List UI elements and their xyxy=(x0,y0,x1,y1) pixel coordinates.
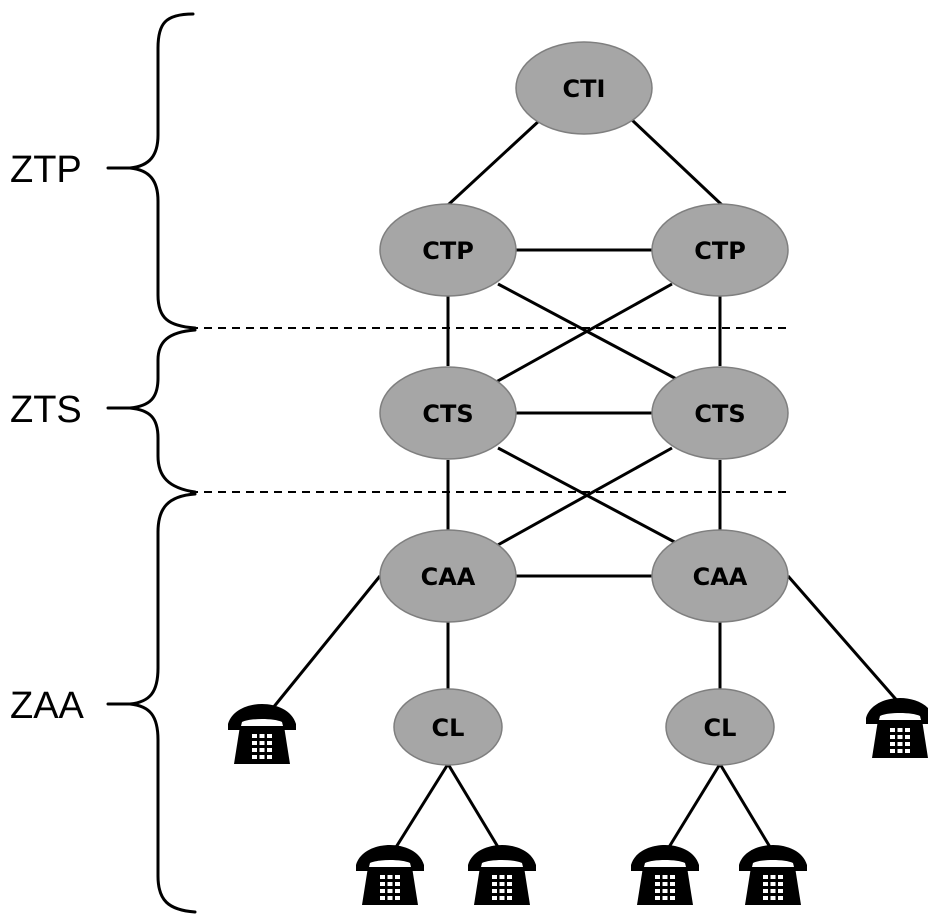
edge-cl-right-phone-a xyxy=(664,763,722,853)
telephone-icon xyxy=(739,845,807,905)
node-cts-left: CTS xyxy=(379,366,517,460)
edge-ctp-left-cts-right xyxy=(497,282,683,384)
node-cl-right: CL xyxy=(665,688,775,766)
node-cl-left-label: CL xyxy=(432,714,465,742)
node-cts-right-label: CTS xyxy=(694,400,745,428)
node-cts-left-label: CTS xyxy=(422,400,473,428)
node-cl-left: CL xyxy=(393,688,503,766)
node-cl-right-shape xyxy=(665,688,775,766)
node-cl-left-shape xyxy=(393,688,503,766)
edge-cl-left-phone-b xyxy=(446,763,503,853)
telephone-icon xyxy=(631,845,699,905)
node-caa-left: CAA xyxy=(379,529,517,623)
node-caa-right-shape xyxy=(651,529,789,623)
zone-label-ztp: ZTP xyxy=(10,149,82,191)
node-ctp-left: CTP xyxy=(379,203,517,297)
edges xyxy=(266,118,902,853)
edge-cti-ctp-left xyxy=(446,118,542,207)
node-cts-right: CTS xyxy=(651,366,789,460)
node-cti-shape xyxy=(515,41,653,135)
telephone-icon xyxy=(866,698,928,758)
brace-zts xyxy=(106,328,197,494)
telephone-icon xyxy=(356,845,424,905)
zone-label-zts: ZTS xyxy=(10,389,82,431)
edge-cl-right-phone-b xyxy=(718,763,775,853)
edge-cti-ctp-right xyxy=(630,118,724,207)
node-caa-left-shape xyxy=(379,529,517,623)
node-ctp-right-shape xyxy=(651,203,789,297)
node-ctp-right: CTP xyxy=(651,203,789,297)
brace-zaa xyxy=(106,492,197,914)
edge-caa-right-phone-far-right xyxy=(786,575,902,705)
node-cts-left-shape xyxy=(379,366,517,460)
node-caa-right-label: CAA xyxy=(693,563,748,591)
telephone-icon xyxy=(468,845,536,905)
edge-cts-right-caa-left xyxy=(495,446,673,548)
node-caa-left-label: CAA xyxy=(421,563,476,591)
edge-cl-left-phone-a xyxy=(391,763,450,853)
node-cti-label: CTI xyxy=(563,75,606,103)
edge-cts-left-caa-right xyxy=(497,446,683,548)
telephone-icon xyxy=(228,704,296,764)
zone-label-zaa: ZAA xyxy=(10,685,85,727)
node-cti: CTI xyxy=(515,41,653,135)
brace-ztp xyxy=(106,12,197,330)
edge-ctp-right-cts-left xyxy=(495,282,673,384)
node-cl-right-label: CL xyxy=(704,714,737,742)
node-ctp-left-shape xyxy=(379,203,517,297)
edge-caa-left-phone-far-left xyxy=(266,575,382,715)
node-cts-right-shape xyxy=(651,366,789,460)
node-caa-right: CAA xyxy=(651,529,789,623)
node-ctp-left-label: CTP xyxy=(422,237,474,265)
node-ctp-right-label: CTP xyxy=(694,237,746,265)
